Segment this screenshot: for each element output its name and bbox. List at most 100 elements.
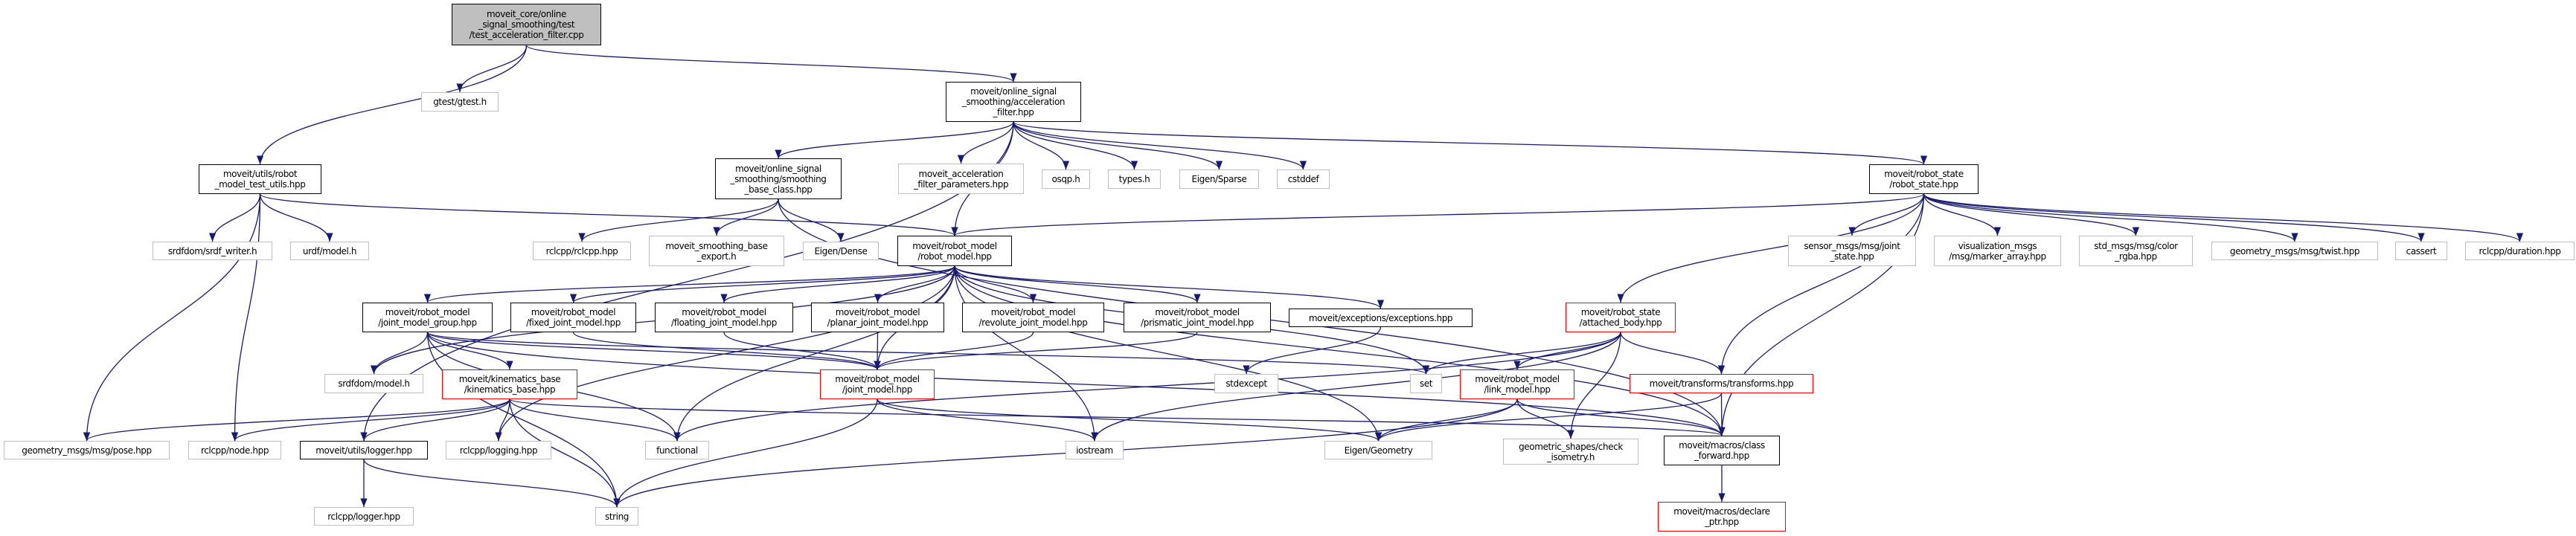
node-logger[interactable]: moveit/utils/logger.hpp: [300, 441, 428, 459]
node-prismatic[interactable]: moveit/robot_model /prismatic_joint_mode…: [1124, 303, 1271, 332]
node-root[interactable]: moveit_core/online _signal_smoothing/tes…: [452, 4, 601, 45]
node-fixed[interactable]: moveit/robot_model /fixed_joint_model.hp…: [510, 303, 636, 332]
node-joint-model[interactable]: moveit/robot_model /joint_model.hpp: [820, 369, 935, 399]
edge-robot_model-to-logging: [495, 265, 955, 442]
edge-smooth_base-to-smooth_export: [713, 198, 779, 236]
node-attached[interactable]: moveit/robot_state /attached_body.hpp: [1566, 303, 1676, 332]
node-accel-filter[interactable]: moveit/online_signal _smoothing/accelera…: [946, 82, 1081, 122]
node-label: rclcpp/node.hpp: [200, 445, 269, 456]
edge-root-to-accel_filter: [525, 45, 1017, 83]
node-transforms[interactable]: moveit/transforms/transforms.hpp: [1630, 374, 1813, 393]
node-label: moveit/robot_model /planar_joint_model.h…: [827, 307, 929, 328]
edge-fixed-to-joint_model: [572, 332, 881, 370]
node-jmg[interactable]: moveit/robot_model /joint_model_group.hp…: [362, 303, 493, 332]
node-label: moveit/robot_model /floating_joint_model…: [671, 307, 777, 328]
edge-robot_model-to-class_fwd: [954, 265, 1726, 436]
node-pose: geometry_msgs/msg/pose.hpp: [4, 441, 170, 459]
node-stdexcept: stdexcept: [1214, 374, 1278, 393]
node-robot-model[interactable]: moveit/robot_model /robot_model.hpp: [897, 236, 1012, 266]
node-osqp: osqp.h: [1042, 169, 1090, 189]
node-logging: rclcpp/logging.hpp: [446, 441, 551, 459]
node-class-fwd[interactable]: moveit/macros/class _forward.hpp: [1664, 436, 1780, 465]
node-label: moveit/robot_model /link_model.hpp: [1475, 374, 1560, 395]
node-utils-test[interactable]: moveit/utils/robot _model_test_utils.hpp: [199, 164, 321, 194]
edge-robot_model-to-revolute: [954, 265, 1037, 303]
edge-utils_test-to-srdf_writer: [208, 193, 261, 242]
node-label: moveit/robot_model /robot_model.hpp: [912, 240, 997, 262]
edge-smooth_base-to-dense: [778, 198, 845, 242]
node-floating[interactable]: moveit/robot_model /floating_joint_model…: [655, 303, 793, 332]
node-revolute[interactable]: moveit/robot_model /revolute_joint_model…: [962, 303, 1104, 332]
edge-kin_base-to-string: [509, 398, 621, 508]
node-label: rclcpp/duration.hpp: [2479, 245, 2561, 256]
node-label: geometric_shapes/check _isometry.h: [1519, 441, 1623, 462]
node-label: sensor_msgs/msg/joint _state.hpp: [1804, 240, 1900, 262]
edge-robot_state-to-duration: [1923, 193, 2523, 242]
node-geometry: Eigen/Geometry: [1324, 441, 1432, 459]
node-types: types.h: [1108, 169, 1161, 189]
node-label: iostream: [1076, 445, 1113, 456]
node-label: moveit/robot_state /robot_state.hpp: [1884, 169, 1964, 190]
edge-kin_base-to-class_fwd: [509, 398, 1725, 436]
node-label: srdfdom/model.h: [338, 378, 410, 389]
edge-accel_filter-to-osqp: [1013, 121, 1070, 170]
node-link-model[interactable]: moveit/robot_model /link_model.hpp: [1460, 369, 1574, 399]
edge-utils_test-to-robot_model: [259, 193, 958, 236]
node-label: moveit/utils/robot _model_test_utils.hpp: [214, 169, 306, 190]
node-label: visualization_msgs /msg/marker_array.hpp: [1949, 240, 2046, 262]
edge-prismatic-to-joint_model: [874, 332, 1198, 370]
node-label: moveit/transforms/transforms.hpp: [1649, 378, 1794, 389]
edge-robot_state-to-attached: [1617, 193, 1925, 303]
edge-robot_model-to-fixed: [570, 265, 955, 303]
node-label: geometry_msgs/msg/pose.hpp: [22, 445, 152, 456]
edge-link_model-to-geometry: [1374, 398, 1518, 442]
node-label: stdexcept: [1225, 378, 1267, 389]
edge-jmg-to-joint_model: [426, 332, 881, 370]
node-cassert: cassert: [2395, 242, 2447, 260]
node-gtest: gtest/gtest.h: [421, 92, 499, 112]
edge-root-to-gtest: [456, 45, 528, 93]
node-label: srdfdom/srdf_writer.h: [167, 245, 257, 256]
edge-transforms-to-geometry: [1374, 393, 1723, 442]
node-twist: geometry_msgs/msg/twist.hpp: [2211, 242, 2378, 260]
edge-robot_state-to-marker: [1923, 193, 2002, 236]
node-label: types.h: [1118, 174, 1150, 184]
edge-accel_filter-to-smooth_base: [775, 121, 1014, 159]
node-robot-state[interactable]: moveit/robot_state /robot_state.hpp: [1869, 164, 1979, 194]
node-label: moveit/macros/class _forward.hpp: [1679, 440, 1765, 461]
node-color: std_msgs/msg/color _rgba.hpp: [2079, 236, 2193, 266]
node-smooth-base[interactable]: moveit/online_signal _smoothing/smoothin…: [715, 158, 842, 199]
node-label: moveit/kinematics_base /kinematics_base.…: [458, 374, 561, 395]
node-functional: functional: [645, 441, 709, 459]
node-label: geometry_msgs/msg/twist.hpp: [2229, 245, 2360, 256]
node-label: urdf/model.h: [302, 245, 357, 256]
node-urdf-model: urdf/model.h: [290, 242, 369, 260]
node-dense: Eigen/Dense: [803, 242, 879, 260]
node-cstddef: cstddef: [1277, 169, 1330, 189]
node-label: moveit/robot_model /revolute_joint_model…: [978, 307, 1088, 328]
node-label: Eigen/Sparse: [1191, 174, 1247, 184]
edge-robot_model-to-planar: [874, 265, 955, 303]
edge-joint_model-to-string: [613, 398, 878, 508]
node-accel-params: moveit_acceleration _filter_parameters.h…: [898, 164, 1024, 194]
node-label: moveit/online_signal _smoothing/accelera…: [961, 86, 1066, 117]
node-srdf-writer: srdfdom/srdf_writer.h: [153, 242, 272, 260]
edge-floating-to-joint_model: [723, 332, 881, 370]
edge-transforms-to-class_fwd: [1718, 393, 1726, 436]
edge-jmg-to-string: [426, 332, 621, 508]
node-label: moveit/exceptions/exceptions.hpp: [1308, 312, 1453, 323]
node-label: rclcpp/logger.hpp: [327, 511, 400, 522]
node-srdf-model: srdfdom/model.h: [324, 374, 423, 393]
edge-accel_filter-to-sparse: [1013, 121, 1223, 170]
node-exceptions[interactable]: moveit/exceptions/exceptions.hpp: [1289, 309, 1473, 327]
node-declare-ptr[interactable]: moveit/macros/declare _ptr.hpp: [1658, 502, 1786, 532]
edge-accel_filter-to-types: [1013, 121, 1138, 170]
node-node: rclcpp/node.hpp: [188, 441, 281, 459]
edge-robot_state-to-joint_state: [1848, 193, 1925, 236]
node-kin-base[interactable]: moveit/kinematics_base /kinematics_base.…: [442, 369, 577, 399]
node-label: moveit/macros/declare _ptr.hpp: [1673, 506, 1770, 527]
node-label: Eigen/Geometry: [1344, 445, 1413, 456]
node-planar[interactable]: moveit/robot_model /planar_joint_model.h…: [811, 303, 944, 332]
node-label: functional: [656, 445, 698, 456]
